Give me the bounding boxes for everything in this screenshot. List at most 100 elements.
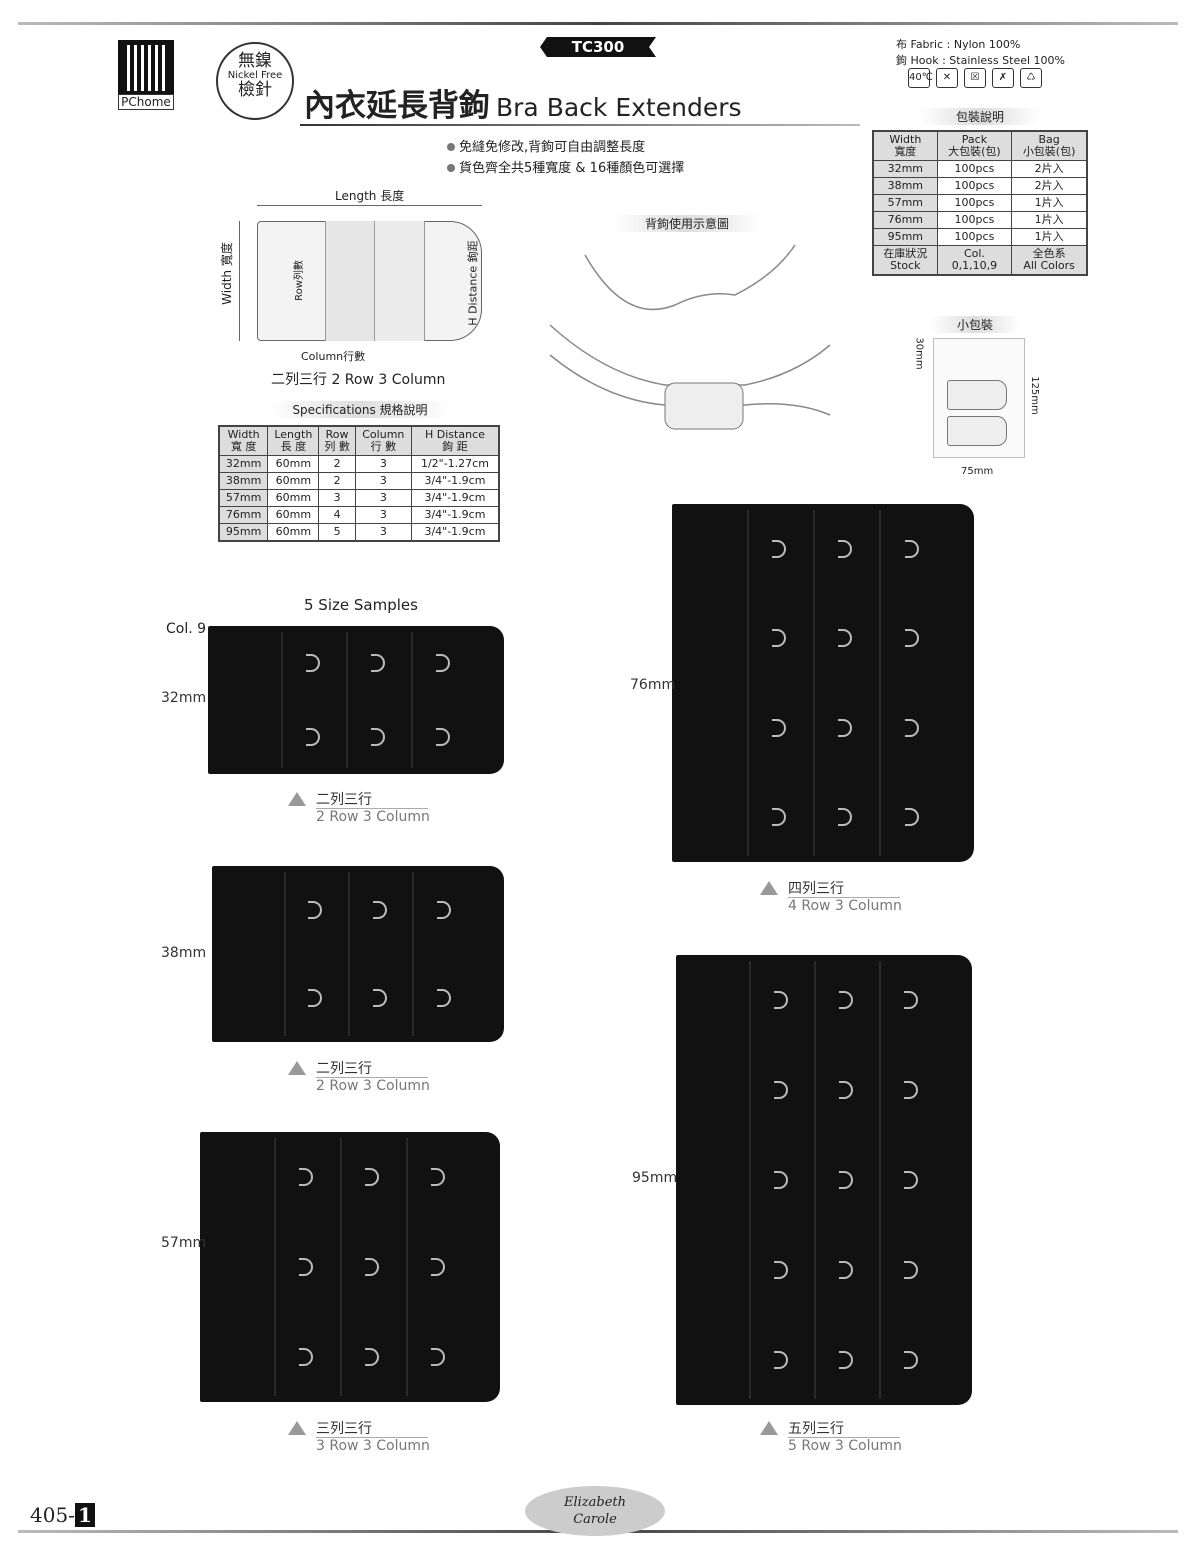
pack-cell: 1片入 [1011,194,1088,212]
qr-label: PChome [118,94,174,110]
hook-eye-icon [838,629,853,648]
wash-40-icon: 40℃ [908,68,933,88]
length-label: Length 長度 [335,189,405,203]
tape-seam [748,961,751,1399]
qr-code[interactable] [118,40,174,96]
triangle-icon [760,1421,778,1435]
pack-cell: 2片入 [1011,160,1088,178]
spec-cell: 2 [318,472,356,490]
brand-line-2: Carole [573,1512,617,1527]
extender-sample [208,626,504,774]
hook-eye-icon [838,1171,853,1189]
hook-eye-icon [904,539,919,558]
hook-eye-icon [773,1261,788,1279]
hook-eye-icon [903,1171,918,1189]
spec-cell: 3 [354,506,412,524]
hook-eye-icon [838,539,853,558]
spec-title: Specifications 規格說明 [270,401,450,418]
width-label: Width 寬度 [219,242,234,305]
caption-en: 3 Row 3 Column [316,1438,430,1454]
stock-col: Col.0,1,10,9 [936,245,1013,276]
bra-outline [584,244,796,311]
row-label: Row列數 [293,260,305,301]
tape-seam [280,632,283,768]
hook-eye-icon [431,1348,445,1366]
extender-column-a [325,221,375,341]
fabric-text: 布 Fabric : Nylon 100% [896,38,1021,51]
samples-title: 5 Size Samples [304,596,418,614]
tape-seam [274,1138,276,1396]
hook-eye-icon [372,989,387,1007]
pack-cell: 1片入 [1011,228,1088,246]
title-en: Bra Back Extenders [496,93,742,122]
tape-seam [412,872,415,1036]
care-icons: 40℃ ✕ ☒ ✗ ♺ [908,68,1042,88]
length-arrow [257,205,482,206]
seal-bottom: 檢針 [238,80,272,100]
hook-eye-icon [838,1351,853,1369]
tape-seam [406,1138,408,1396]
pack-cell: 100pcs [936,177,1013,195]
hook-eye-icon [838,1081,853,1099]
extender-sample [672,504,974,862]
caption-zh: 二列三行 [316,1061,428,1078]
hook-eye-icon [903,991,918,1009]
feature-item: 免縫免修改,背鉤可自由調整長度 [447,137,684,158]
tape-seam [879,510,882,856]
sample-width-label: 32mm [161,690,207,706]
spec-cell: 2 [318,455,356,473]
small-pack-diagram: 30mm 125mm 75mm [914,337,1055,478]
no-tumble-dry-icon: ☒ [964,68,986,88]
triangle-icon [288,1061,306,1075]
sample-width-label: 95mm [632,1170,678,1186]
extender-sample [676,955,972,1405]
pack-cell: 95mm [872,228,938,246]
spec-cell: 3 [318,489,356,507]
hook-eye-icon [365,1168,379,1186]
hook-eye-icon [903,1351,918,1369]
pack-cell: 100pcs [936,228,1013,246]
hook-eye-icon [903,1261,918,1279]
pack-cell: 2片入 [1011,177,1088,195]
spec-cell: 76mm [218,506,269,524]
seal-middle: Nickel Free [227,70,283,81]
feature-item: 貨色齊全共5種寬度 & 16種顏色可選擇 [447,158,684,179]
spec-cell: 95mm [218,523,269,542]
hdistance-label: H Distance 鉤距 [466,240,480,326]
triangle-icon [288,1421,306,1435]
sample-color: Col. 9 [166,621,207,637]
band-outline [549,324,831,386]
tape-seam [283,872,286,1036]
spec-cell: 60mm [267,472,320,490]
small-pack-item [947,380,1007,410]
hook-eye-icon [436,901,451,919]
spec-cell: 32mm [218,455,269,473]
spec-cell: 5 [318,523,356,542]
spec-cell: 60mm [267,489,320,507]
extender-illustration [664,382,744,430]
hook-text: 鉤 Hook : Stainless Steel 100% [896,54,1065,67]
hook-eye-icon [771,629,786,648]
pack-cell: 38mm [872,177,938,195]
pack-cell: 100pcs [936,211,1013,229]
dimension-diagram: Length 長度 Width 寬度 Row列數 H Distance 鉤距 C… [220,185,495,388]
pack-cell: 32mm [872,160,938,178]
page-number: 405-1 [30,1503,95,1527]
